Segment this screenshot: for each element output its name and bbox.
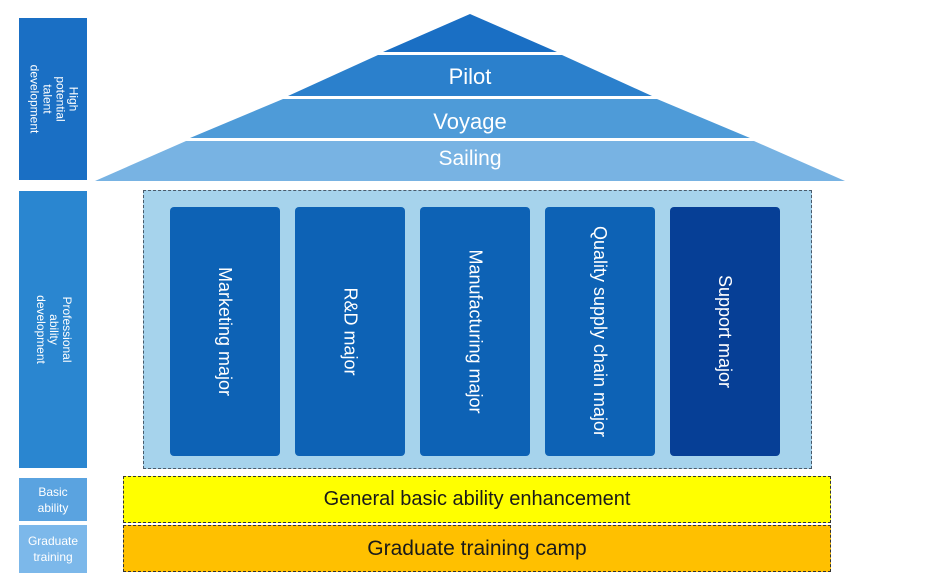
side-label-professional-text: Professional ability development [33,295,74,364]
roof-pilot-tier [288,55,652,96]
majors-container: Marketing major R&D major Manufacturing … [143,190,812,469]
pillar-label: Manufacturing major [465,249,486,414]
roof-label-pilot: Pilot [448,64,492,89]
pillar-label: R&D major [340,287,361,376]
roof-sailing-tier [95,141,845,181]
pillar-support: Support major [670,207,780,456]
pillar-marketing: Marketing major [170,207,280,456]
pillar-quality-supply-chain: Quality supply chain major [545,207,655,456]
band-general-basic-ability: General basic ability enhancement [123,476,831,523]
band-graduate-training-camp: Graduate training camp [123,525,831,572]
roof-voyage-tier [190,99,750,138]
side-label-basic: Basic ability [19,478,87,521]
roof-label-sailing: Sailing [438,147,502,170]
side-label-graduate: Graduate training [19,525,87,573]
pillar-label: Support major [715,274,736,389]
pillar-manufacturing: Manufacturing major [420,207,530,456]
side-label-high-potential: High potential talent development [19,18,87,180]
roof-top-tier [383,14,557,52]
pillar-label: Quality supply chain major [590,225,611,438]
roof [95,14,845,181]
pillar-label: Marketing major [215,266,236,397]
pillar-rnd: R&D major [295,207,405,456]
roof-label-voyage: Voyage [433,109,507,134]
side-label-professional: Professional ability development [19,191,87,468]
